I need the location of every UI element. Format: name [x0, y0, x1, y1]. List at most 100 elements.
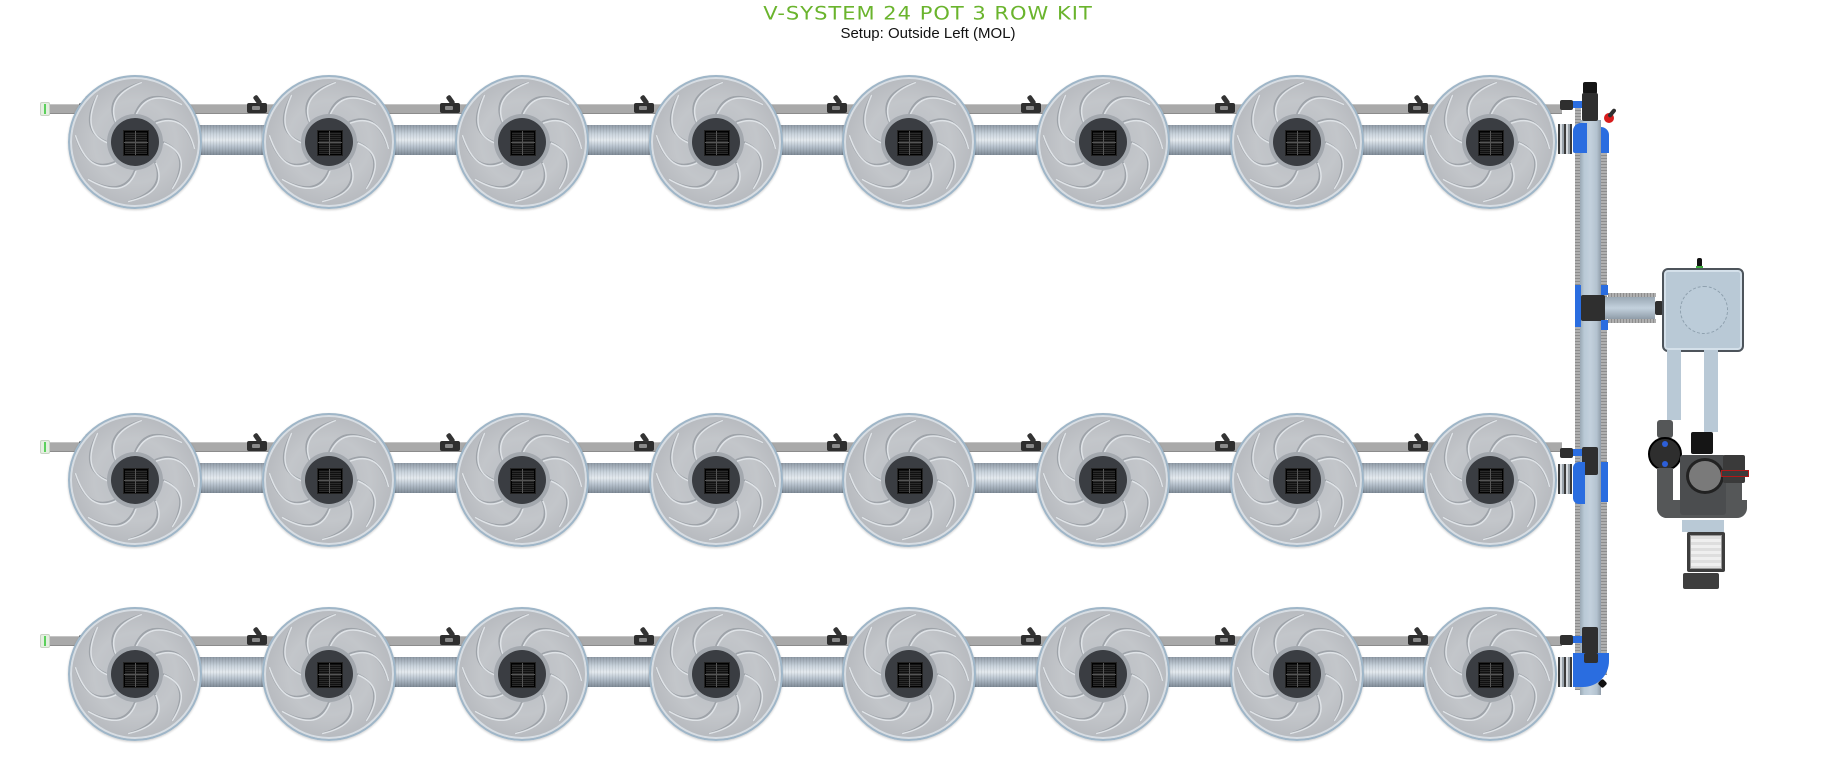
pot-17[interactable]	[68, 607, 202, 741]
pot-core-icon	[1466, 118, 1515, 166]
pot-core-icon	[1272, 650, 1321, 698]
pot-21[interactable]	[842, 607, 977, 741]
pot-drain-grid-icon	[123, 468, 149, 494]
pot-14[interactable]	[1036, 413, 1170, 547]
drip-valve-icon[interactable]	[1408, 635, 1429, 645]
pot-6[interactable]	[1036, 75, 1170, 209]
pot-24[interactable]	[1423, 607, 1558, 741]
drip-valve-icon[interactable]	[1214, 441, 1235, 451]
pot-drain-grid-icon	[1478, 662, 1505, 688]
drip-valve-icon[interactable]	[440, 441, 461, 451]
pot-drain-grid-icon	[316, 662, 343, 688]
pot-core-icon	[304, 650, 353, 698]
pot-vanes-icon	[1042, 613, 1164, 735]
tank-outlet-pipe-left	[1667, 350, 1681, 420]
pot-7[interactable]	[1229, 75, 1364, 209]
drip-valve-icon[interactable]	[1021, 441, 1041, 451]
pot-core-icon	[885, 118, 934, 166]
pot-8[interactable]	[1423, 75, 1558, 209]
pot-core-icon	[691, 118, 740, 166]
row-2-clamp-icon	[1558, 464, 1572, 494]
pot-15[interactable]	[1229, 413, 1364, 547]
pump-right-pipe	[1726, 480, 1742, 515]
mid-tee-fitting-icon	[1581, 295, 1605, 321]
drip-valve-icon[interactable]	[1214, 635, 1235, 645]
controller-screen	[1690, 535, 1722, 569]
drip-valve-icon[interactable]	[827, 635, 848, 645]
drip-valve-icon[interactable]	[827, 103, 848, 113]
pot-vanes-icon	[655, 81, 777, 203]
pot-vanes-icon	[848, 419, 970, 541]
drip-valve-icon[interactable]	[1408, 441, 1429, 451]
drip-valve-icon[interactable]	[440, 635, 461, 645]
pot-vanes-icon	[655, 419, 777, 541]
pot-1[interactable]	[68, 75, 202, 209]
pot-core-icon	[885, 456, 934, 504]
pot-9[interactable]	[68, 413, 202, 547]
riser-flex-hose-right	[1601, 145, 1607, 675]
pot-20[interactable]	[648, 607, 783, 741]
pot-drain-grid-icon	[510, 468, 537, 494]
pot-core-icon	[885, 650, 934, 698]
pot-5[interactable]	[842, 75, 977, 209]
tank-sensor-led	[1696, 266, 1703, 268]
drip-valve-icon[interactable]	[633, 635, 654, 645]
pot-drain-grid-icon	[1478, 468, 1505, 494]
pot-11[interactable]	[455, 413, 590, 547]
diagram-title: V-SYSTEM 24 POT 3 ROW KIT	[763, 2, 1093, 24]
pot-core-icon	[1272, 118, 1321, 166]
tank-outlet-pipe-right	[1704, 350, 1718, 432]
pot-18[interactable]	[261, 607, 396, 741]
row-3-elbow-inner-icon	[1584, 653, 1598, 663]
tank-feed-flex-bottom	[1608, 319, 1656, 323]
drip-valve-icon[interactable]	[1408, 103, 1429, 113]
pot-vanes-icon	[1429, 81, 1551, 203]
pot-drain-grid-icon	[1091, 662, 1117, 688]
pump-ball-valve-icon[interactable]	[1723, 455, 1745, 483]
tank-feed-pipe	[1605, 297, 1655, 319]
drip-valve-icon[interactable]	[246, 635, 267, 645]
pot-core-icon	[691, 650, 740, 698]
drip-valve-icon[interactable]	[1021, 635, 1041, 645]
pot-19[interactable]	[455, 607, 590, 741]
pot-core-icon	[1079, 118, 1127, 166]
pot-drain-grid-icon	[703, 130, 730, 156]
drip-valve-icon[interactable]	[633, 103, 654, 113]
pot-drain-grid-icon	[1284, 130, 1311, 156]
pot-2[interactable]	[261, 75, 396, 209]
drip-valve-icon[interactable]	[1214, 103, 1235, 113]
pot-12[interactable]	[648, 413, 783, 547]
pot-vanes-icon	[655, 613, 777, 735]
pot-core-icon	[1272, 456, 1321, 504]
pot-drain-grid-icon	[703, 468, 730, 494]
flow-meter-dot-top	[1662, 441, 1668, 447]
pot-vanes-icon	[461, 419, 583, 541]
drip-valve-icon[interactable]	[440, 103, 461, 113]
pot-drain-grid-icon	[1284, 662, 1311, 688]
pot-23[interactable]	[1229, 607, 1364, 741]
row-3-clamp-icon	[1558, 657, 1572, 687]
pot-core-icon	[304, 118, 353, 166]
pot-13[interactable]	[842, 413, 977, 547]
riser-pipe	[1580, 120, 1601, 695]
pot-core-icon	[1466, 456, 1515, 504]
pot-vanes-icon	[268, 81, 390, 203]
drain-valve-icon[interactable]	[1604, 113, 1614, 123]
controller-icon[interactable]	[1687, 532, 1725, 572]
drip-valve-icon[interactable]	[246, 441, 267, 451]
pot-3[interactable]	[455, 75, 590, 209]
drip-valve-icon[interactable]	[827, 441, 848, 451]
pot-10[interactable]	[261, 413, 396, 547]
drip-valve-icon[interactable]	[246, 103, 267, 113]
pot-core-icon	[498, 650, 547, 698]
pump-valve-handle-icon[interactable]	[1721, 470, 1749, 477]
drip-valve-icon[interactable]	[1021, 103, 1041, 113]
pot-16[interactable]	[1423, 413, 1558, 547]
drip-valve-icon[interactable]	[633, 441, 654, 451]
pot-core-icon	[111, 456, 159, 504]
row-1-drip-line	[48, 104, 1562, 114]
tank-inlet-icon	[1655, 301, 1663, 315]
pot-22[interactable]	[1036, 607, 1170, 741]
flow-meter-dot-bottom	[1662, 461, 1668, 467]
pot-4[interactable]	[648, 75, 783, 209]
